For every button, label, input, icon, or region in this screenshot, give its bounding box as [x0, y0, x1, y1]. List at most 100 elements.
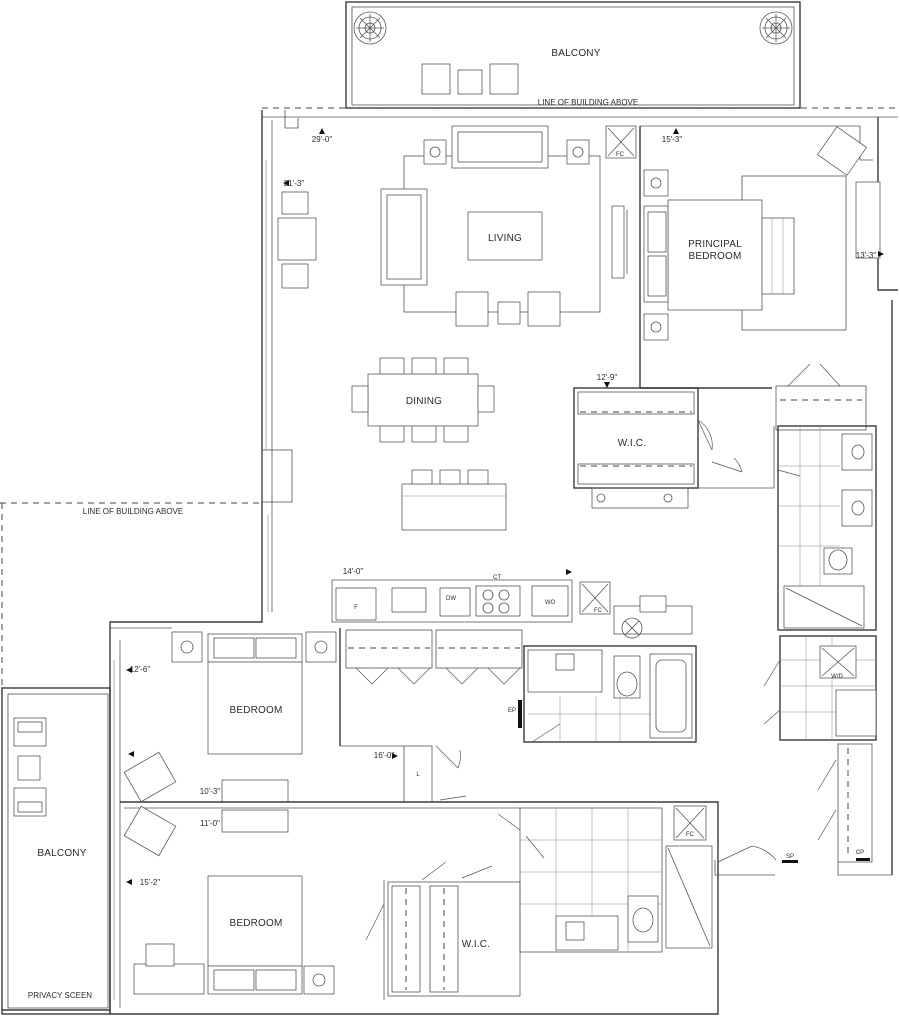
balcony-table — [457, 69, 483, 95]
bed — [207, 875, 303, 967]
room-label-principal: PRINCIPAL — [688, 239, 742, 250]
dimension-living-width: 21'-3" — [284, 179, 305, 188]
kitchen-island — [401, 483, 507, 531]
linen-label: L — [416, 772, 420, 778]
lamp-icon — [572, 146, 584, 158]
desk — [277, 217, 317, 261]
sp-panel — [782, 860, 798, 863]
dimension-kitchen: 14'-0" — [343, 567, 364, 576]
sink-icon — [841, 433, 873, 471]
bed-headboard — [643, 205, 669, 303]
dimension-living: 29'-0" — [312, 135, 333, 144]
laundry: W/D — [763, 635, 877, 741]
dishwasher-label: DW — [446, 596, 456, 602]
dimension-desk: 10'-3" — [200, 787, 221, 796]
dining-chair — [411, 357, 437, 375]
sofa — [451, 125, 549, 169]
toilet-icon — [627, 895, 659, 943]
lamp-table — [566, 139, 590, 165]
fridge-label: F — [354, 605, 358, 611]
principal-wic: W.I.C. 12'-9" — [573, 373, 775, 509]
dining-chair — [379, 357, 405, 375]
planter-icon — [353, 11, 387, 45]
nightstand — [171, 631, 203, 663]
room-label-bedroom-lower: BEDROOM — [229, 918, 282, 929]
privacy-screen-label: PRIVACY SCEEN — [28, 991, 92, 1000]
line-of-building-label-top: LINE OF BUILDING ABOVE — [538, 98, 638, 107]
dishwasher — [439, 587, 471, 617]
lamp-icon — [429, 146, 441, 158]
fc-label: FC — [616, 152, 625, 158]
vanity — [527, 649, 603, 693]
cooktop-label: CT — [493, 575, 501, 581]
dimension-bedroom-upper: 12'-6" — [130, 665, 151, 674]
sink-icon — [565, 921, 585, 941]
bar-stool — [411, 469, 433, 485]
lamp-icon — [650, 177, 662, 189]
bar-stool — [467, 469, 489, 485]
armchair — [816, 126, 868, 176]
vanity — [555, 915, 619, 951]
entry-closet: CP SP — [717, 743, 873, 863]
dining-chair — [477, 385, 495, 413]
armchair — [123, 751, 177, 803]
lamp-icon — [312, 973, 326, 987]
desk — [221, 779, 289, 803]
dimension-principal-width: 13'-3" — [856, 251, 877, 260]
nightstand — [305, 631, 337, 663]
room-label-dining: DINING — [406, 396, 442, 407]
sink-icon — [555, 653, 575, 671]
dining-chair — [351, 385, 369, 413]
balcony-top: BALCONY — [345, 1, 801, 109]
armchair — [455, 291, 489, 327]
lamp-icon — [650, 321, 662, 333]
lamp-icon — [663, 493, 673, 503]
bedroom-lower: 11'-0" BEDROOM 15'-2" — [123, 805, 385, 1000]
dimension-bedroom-lower-width: 15'-2" — [140, 878, 161, 887]
nightstand — [643, 169, 669, 197]
room-label-principal-bedroom: BEDROOM — [688, 251, 741, 262]
room-label-wic-lower: W.I.C. — [462, 939, 490, 950]
wall-oven-label: WO — [545, 600, 556, 606]
room-label-balcony-left: BALCONY — [37, 848, 86, 859]
electrical-panel — [518, 700, 522, 728]
balcony-chair — [421, 63, 451, 95]
balcony-chair — [489, 63, 519, 95]
bedroom-upper: BEDROOM 12'-6" 10'-3" — [120, 631, 520, 809]
balcony-table — [17, 755, 41, 781]
dining-chair — [443, 425, 469, 443]
fridge — [335, 587, 377, 621]
desk — [221, 809, 289, 833]
hall-closets: L 16'-0" — [339, 628, 523, 803]
lamp-icon — [314, 640, 328, 654]
door — [697, 419, 713, 451]
tv-console — [611, 205, 625, 279]
dimension-hall: 16'-0" — [374, 751, 395, 760]
nightstand — [303, 965, 335, 995]
chair — [639, 595, 667, 613]
lower-wic: W.I.C. — [387, 813, 521, 997]
dresser — [855, 181, 881, 259]
chair — [281, 263, 309, 289]
bar-stool — [439, 469, 461, 485]
dining-area: DINING — [351, 357, 507, 531]
wall-oven — [531, 585, 569, 617]
balcony-left: BALCONY PRIVACY SCEEN — [1, 687, 111, 1015]
room-label-balcony-top: BALCONY — [551, 48, 600, 59]
dining-chair — [379, 425, 405, 443]
armchair — [527, 291, 561, 327]
cooktop — [475, 585, 521, 617]
bench — [761, 217, 795, 295]
planter-icon — [759, 11, 793, 45]
sink-icon — [391, 587, 427, 613]
dining-chair — [411, 425, 437, 443]
ensuite-bathroom — [775, 363, 877, 631]
washer-dryer-label: W/D — [831, 674, 843, 680]
chair — [145, 943, 175, 967]
lamp-icon — [180, 640, 194, 654]
bed — [667, 199, 763, 311]
side-table — [497, 301, 521, 325]
drain-icon — [621, 617, 643, 639]
room-label-living: LIVING — [488, 233, 522, 244]
lamp-table — [423, 139, 447, 165]
